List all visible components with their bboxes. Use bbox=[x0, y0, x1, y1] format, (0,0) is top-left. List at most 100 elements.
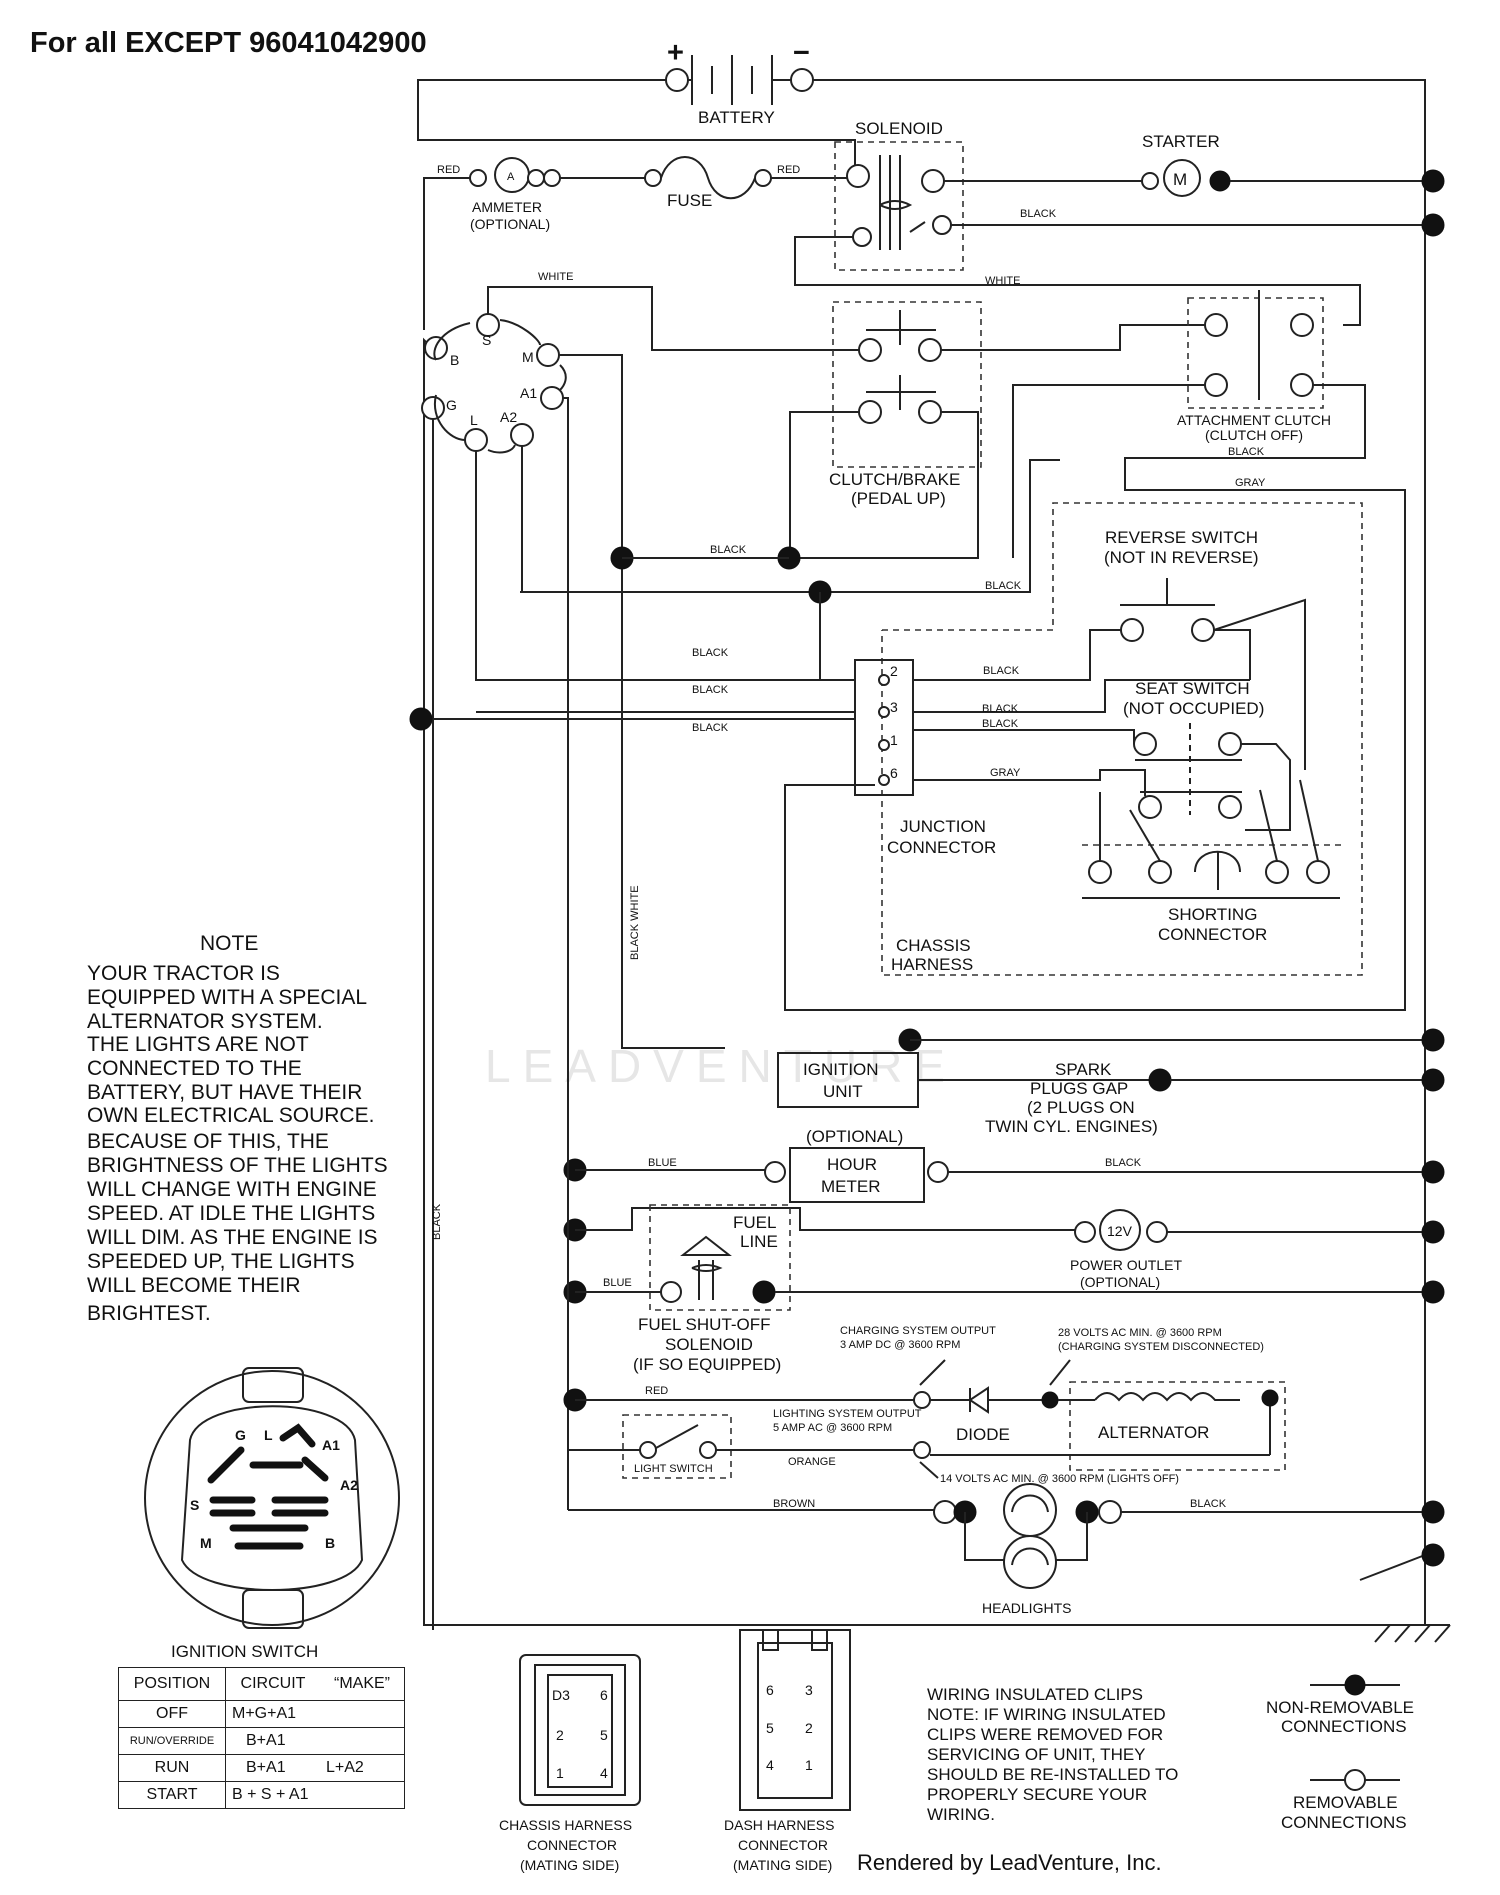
junction-dot bbox=[1421, 213, 1445, 237]
chassis-harness-boundary bbox=[881, 502, 1363, 976]
legend-removable-1: REMOVABLE bbox=[1293, 1793, 1398, 1812]
wire-label-white-1: WHITE bbox=[538, 271, 573, 283]
ign-term-g: G bbox=[446, 397, 457, 413]
spark-label-1: SPARK bbox=[1055, 1060, 1112, 1079]
wire-reverse-loop bbox=[1213, 598, 1306, 770]
diode: DIODE bbox=[956, 1386, 1010, 1444]
spark-plug-label: SPARK PLUGS GAP (2 PLUGS ON TWIN CYL. EN… bbox=[985, 1060, 1158, 1136]
chassis-pin: 2 bbox=[556, 1727, 564, 1743]
shorting-connector-label: CONNECTOR bbox=[1158, 925, 1267, 944]
wire-seat-right bbox=[1241, 743, 1291, 831]
hour-meter-label-1: HOUR bbox=[827, 1155, 877, 1174]
charging-output-label-1: CHARGING SYSTEM OUTPUT bbox=[840, 1325, 996, 1337]
ac28-label-1: 28 VOLTS AC MIN. @ 3600 RPM bbox=[1058, 1327, 1222, 1339]
table-header-row: POSITION CIRCUIT “MAKE” bbox=[118, 1667, 405, 1701]
ac28-label-2: (CHARGING SYSTEM DISCONNECTED) bbox=[1058, 1341, 1264, 1353]
wire-solenoid-coil-white bbox=[794, 236, 1361, 326]
shorting-label: SHORTING bbox=[1168, 905, 1257, 924]
table-row: START B + S + A1 bbox=[118, 1781, 405, 1809]
wire-clutch-right-bottom bbox=[790, 411, 979, 559]
wire-seat-pin1 bbox=[913, 729, 1135, 744]
note-line: SPEED. AT IDLE THE LIGHTS bbox=[87, 1202, 375, 1225]
pointer-arrow bbox=[919, 1359, 946, 1386]
reverse-switch-sub: (NOT IN REVERSE) bbox=[1104, 548, 1259, 567]
wire-label-black-8: BLACK bbox=[982, 703, 1019, 715]
note-line: CONNECTED TO THE bbox=[87, 1057, 302, 1080]
spark-label-3: (2 PLUGS ON bbox=[1027, 1098, 1135, 1117]
ignition-unit-label-2: UNIT bbox=[823, 1082, 863, 1101]
junction-dot bbox=[1421, 1220, 1445, 1244]
junction-connector: 2 3 1 6 JUNCTION CONNECTOR bbox=[854, 659, 996, 857]
ign-face-a2: A2 bbox=[340, 1477, 358, 1493]
harness-label: HARNESS bbox=[891, 955, 973, 974]
power-outlet-optional: (OPTIONAL) bbox=[1080, 1274, 1160, 1290]
ammeter-label: AMMETER bbox=[472, 199, 542, 215]
ign-face-b: B bbox=[325, 1535, 335, 1551]
ign-term-a1: A1 bbox=[520, 385, 537, 401]
junction-dot bbox=[1421, 1028, 1445, 1052]
reverse-switch: REVERSE SWITCH (NOT IN REVERSE) bbox=[1104, 528, 1259, 642]
junction-dot bbox=[1421, 1068, 1445, 1092]
clutch-brake-switch: CLUTCH/BRAKE (PEDAL UP) bbox=[829, 301, 982, 508]
wire-battery-negative bbox=[800, 79, 1426, 178]
wire-ignition-a2 bbox=[521, 446, 820, 593]
table-header: “MAKE” bbox=[320, 1667, 405, 1701]
wire-clutch-left-bottom bbox=[789, 411, 859, 558]
chassis-connector-label-1: CHASSIS HARNESS bbox=[499, 1817, 632, 1833]
spark-label-2: PLUGS GAP bbox=[1030, 1079, 1128, 1098]
power-outlet: 12V POWER OUTLET (OPTIONAL) bbox=[1070, 1209, 1182, 1290]
ground-symbol bbox=[1370, 1624, 1451, 1643]
chassis-pin: 1 bbox=[556, 1765, 564, 1781]
junction-pin-3: 3 bbox=[890, 699, 898, 715]
hour-meter-optional: (OPTIONAL) bbox=[806, 1127, 903, 1146]
wire-label-black-6: BLACK bbox=[692, 722, 729, 734]
ignition-switch-label: IGNITION SWITCH bbox=[171, 1642, 318, 1661]
note-line: OWN ELECTRICAL SOURCE. bbox=[87, 1104, 374, 1127]
wire-clutch-right-top bbox=[941, 324, 1208, 351]
wire-ignition-s-white bbox=[487, 286, 860, 351]
attachment-clutch-sub: (CLUTCH OFF) bbox=[1205, 427, 1303, 443]
clips-note-line: PROPERLY SECURE YOUR bbox=[927, 1785, 1147, 1804]
wire-battery-loop bbox=[417, 79, 856, 170]
note-line: WILL CHANGE WITH ENGINE bbox=[87, 1178, 377, 1201]
ign-term-b: B bbox=[450, 352, 459, 368]
ign-face-l: L bbox=[264, 1427, 273, 1443]
wire-reverse-right bbox=[1214, 629, 1251, 680]
page-title: For all EXCEPT 96041042900 bbox=[30, 27, 427, 59]
clips-note-line: CLIPS WERE REMOVED FOR bbox=[927, 1725, 1163, 1744]
ign-term-m: M bbox=[522, 349, 534, 365]
battery-minus-sign: − bbox=[793, 37, 810, 69]
alternator-note: NOTE YOUR TRACTOR IS EQUIPPED WITH A SPE… bbox=[87, 932, 388, 1325]
dash-harness-connector: 6 3 5 2 4 1 DASH HARNESS CONNECTOR (MATI… bbox=[724, 1629, 851, 1873]
wire-attach-bottom-right bbox=[784, 384, 1406, 1011]
junction-dot bbox=[1421, 169, 1445, 193]
note-line: BRIGHTEST. bbox=[87, 1302, 211, 1325]
ac14-label: 14 VOLTS AC MIN. @ 3600 RPM (LIGHTS OFF) bbox=[940, 1473, 1179, 1485]
junction-label: JUNCTION bbox=[900, 817, 986, 836]
fuel-shutoff-label-3: (IF SO EQUIPPED) bbox=[633, 1355, 781, 1374]
wire-label-black-3: BLACK bbox=[985, 580, 1022, 592]
wire-label-black-10: BLACK bbox=[1105, 1157, 1142, 1169]
battery: + − BATTERY bbox=[665, 37, 814, 127]
wire-black-reverse bbox=[520, 459, 1060, 593]
reverse-switch-label: REVERSE SWITCH bbox=[1105, 528, 1258, 547]
headlights-label: HEADLIGHTS bbox=[982, 1600, 1071, 1616]
ammeter: A AMMETER (OPTIONAL) bbox=[469, 157, 561, 232]
wire-reverse-pin2 bbox=[913, 629, 1121, 681]
clips-note-line: NOTE: IF WIRING INSULATED bbox=[927, 1705, 1166, 1724]
attachment-clutch-switch: ATTACHMENT CLUTCH (CLUTCH OFF) bbox=[1177, 290, 1331, 443]
wire-label-black-5: BLACK bbox=[692, 684, 729, 696]
wire-label-black-12: BLACK bbox=[431, 1203, 443, 1240]
dash-connector-label-1: DASH HARNESS bbox=[724, 1817, 834, 1833]
ign-term-l: L bbox=[470, 412, 478, 428]
wire-ignition-a1 bbox=[563, 397, 569, 1160]
rendered-by: Rendered by LeadVenture, Inc. bbox=[857, 1850, 1162, 1875]
attachment-clutch-label: ATTACHMENT CLUTCH bbox=[1177, 412, 1331, 428]
spark-label-4: TWIN CYL. ENGINES) bbox=[985, 1117, 1158, 1136]
clips-note: WIRING INSULATED CLIPS NOTE: IF WIRING I… bbox=[927, 1685, 1178, 1824]
clutch-brake-sub: (PEDAL UP) bbox=[851, 489, 946, 508]
wire-label-black-1: BLACK bbox=[1020, 208, 1057, 220]
table-header: POSITION bbox=[118, 1667, 226, 1701]
dash-connector-label-2: CONNECTOR bbox=[738, 1837, 828, 1853]
